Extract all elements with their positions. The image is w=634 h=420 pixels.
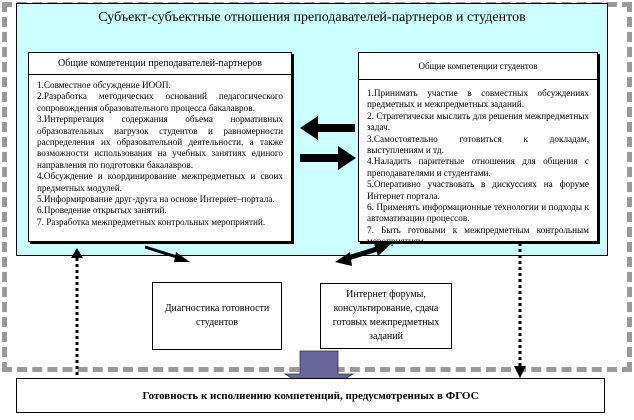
- list-item: 6. Применять информационные технологии и…: [367, 202, 589, 224]
- list-item: 1.Принимать участие в совместных обсужде…: [367, 88, 589, 110]
- teachers-header: Общие компетенции преподавателей-партнер…: [29, 53, 291, 75]
- list-item: 5.Оперативно участвовать в дискуссиях на…: [367, 179, 589, 201]
- arrow-to-diagnostics: [144, 245, 181, 260]
- list-item: 2. Стратегически мыслить для решения меж…: [367, 110, 589, 133]
- list-item: 4.Обсуждение и координирование межпредме…: [37, 171, 283, 193]
- diagram-title: Субъект-субъектные отношения преподавате…: [98, 10, 526, 25]
- list-item: 7. Быть готовыми к межпредметным контрол…: [367, 224, 589, 247]
- students-list: 1.Принимать участие в совместных обсужде…: [359, 80, 597, 253]
- internet-forums-box: Интернет форумы, консультирование, сдача…: [320, 283, 452, 349]
- arrowhead-icon: [174, 252, 190, 262]
- list-item: 5.Информирование друг-друга на основе Ин…: [37, 194, 275, 205]
- arrowhead-up-icon: [71, 248, 83, 258]
- result-box: Готовность к исполнению компетенций, пре…: [16, 378, 605, 413]
- list-item: 3.Интерпретация содержания объема нормат…: [37, 114, 283, 170]
- list-item: 1.Совместное обсуждение ИООП.: [37, 80, 171, 90]
- arrow-left-icon: [300, 116, 355, 140]
- list-item: 4.Наладить паритетные отношения для обще…: [367, 156, 589, 178]
- teachers-competencies-box: Общие компетенции преподавателей-партнер…: [28, 52, 292, 242]
- arrowhead-down-icon: [514, 366, 526, 378]
- arrowhead-icon: [335, 252, 352, 266]
- arrowhead-icon: [374, 243, 392, 256]
- list-item: 3.Самостоятельно готовиться к докладам, …: [367, 133, 589, 156]
- students-header: Общие компетенции студентов: [359, 53, 597, 80]
- diagnostics-box: Диагностика готовности студентов: [152, 282, 282, 350]
- arrow-right-icon: [300, 146, 356, 170]
- students-competencies-box: Общие компетенции студентов 1.Принимать …: [358, 52, 598, 246]
- list-item: 6.Проведение открытых занятий.: [37, 205, 167, 216]
- list-item: 2.Разработка методических оснований педа…: [37, 91, 283, 113]
- double-arrow-internet: [344, 245, 381, 262]
- teachers-list: 1.Совместное обсуждение ИООП. 2.Разработ…: [29, 75, 291, 233]
- list-item: 7. Разработка межпредметных контрольных …: [37, 216, 266, 227]
